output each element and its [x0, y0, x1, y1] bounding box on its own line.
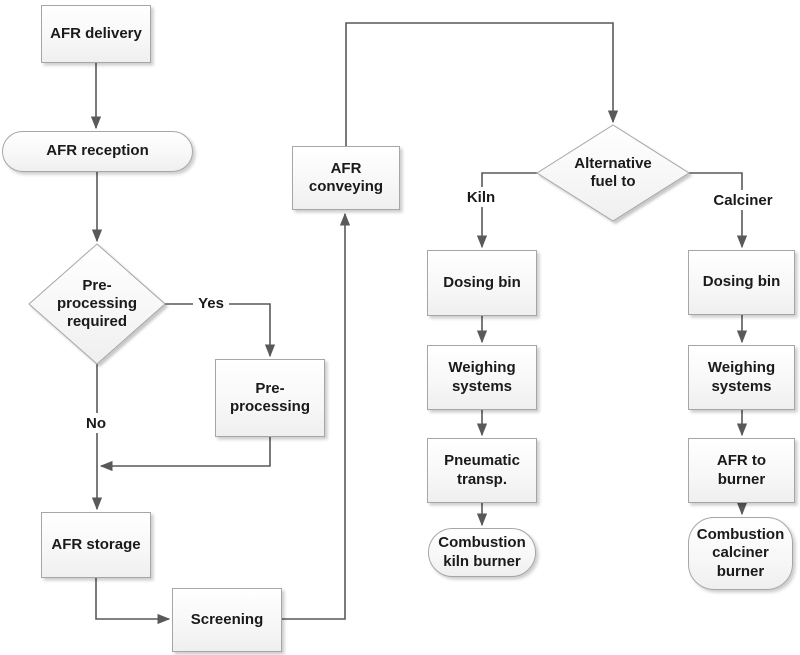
- node-alternative-fuel-to: Alternative fuel to: [574, 154, 652, 190]
- node-afr-delivery: AFR delivery: [41, 5, 151, 63]
- node-calciner-weighing-systems: Weighing systems: [688, 345, 795, 410]
- node-combustion-kiln-burner: Combustion kiln burner: [428, 528, 536, 577]
- node-preprocessing-required: Pre- processing required: [56, 276, 138, 331]
- node-screening: Screening: [172, 588, 282, 652]
- node-pneumatic-transport: Pneumatic transp.: [427, 438, 537, 503]
- edge-conveying-to-fuel-decision: [345, 22, 619, 146]
- label-no: No: [78, 413, 114, 433]
- node-calciner-dosing-bin: Dosing bin: [688, 250, 795, 315]
- fuel-decision-diamond: [536, 124, 690, 222]
- label-yes: Yes: [193, 293, 229, 313]
- node-afr-reception: AFR reception: [2, 131, 193, 172]
- node-combustion-calciner-burner: Combustion calciner burner: [688, 517, 793, 590]
- node-afr-conveying: AFR conveying: [292, 146, 400, 210]
- label-calciner: Calciner: [711, 190, 775, 210]
- edge-fuel-decision-to-kiln-dosing: [476, 172, 537, 249]
- preprocessing-decision-diamond: [28, 243, 166, 365]
- node-afr-to-burner: AFR to burner: [688, 438, 795, 503]
- label-kiln: Kiln: [461, 187, 501, 207]
- node-kiln-dosing-bin: Dosing bin: [427, 250, 537, 316]
- edge-fuel-decision-to-calciner-dosing: [689, 172, 748, 249]
- edge-screening-to-conveying: [281, 212, 351, 620]
- edge-storage-to-screening: [95, 578, 171, 625]
- node-preprocessing: Pre- processing: [215, 359, 325, 437]
- node-kiln-weighing-systems: Weighing systems: [427, 345, 537, 410]
- edge-preprocessing-return: [99, 437, 271, 472]
- node-afr-storage: AFR storage: [41, 512, 151, 578]
